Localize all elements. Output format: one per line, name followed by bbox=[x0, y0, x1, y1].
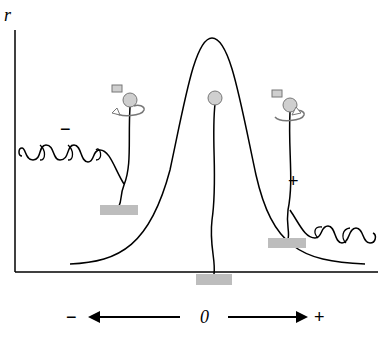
direction-arrow bbox=[228, 316, 300, 318]
direction-arrow bbox=[96, 316, 180, 318]
arrowhead bbox=[88, 311, 100, 323]
sign-label: + bbox=[288, 172, 299, 190]
supercoil bbox=[40, 145, 101, 160]
surface-anchor bbox=[196, 274, 232, 285]
sign-label: − bbox=[66, 308, 77, 326]
dna-tether bbox=[119, 107, 130, 206]
y-axis bbox=[14, 30, 16, 272]
surface-anchor bbox=[268, 238, 306, 248]
sign-label: + bbox=[314, 308, 325, 326]
bead bbox=[208, 91, 222, 105]
magnet bbox=[272, 90, 282, 97]
rotation-arrowhead bbox=[292, 107, 301, 115]
x-axis bbox=[15, 271, 378, 273]
arrowhead bbox=[296, 311, 308, 323]
supercoil bbox=[19, 145, 124, 184]
surface-anchor bbox=[100, 205, 138, 215]
axis-origin: 0 bbox=[200, 308, 209, 326]
bell-curve bbox=[70, 38, 365, 264]
magnet bbox=[112, 85, 122, 92]
rotation-arrowhead bbox=[112, 108, 120, 115]
axis-label: r bbox=[4, 6, 11, 24]
supercoil bbox=[315, 227, 350, 243]
dna-tether bbox=[211, 104, 215, 274]
sign-label: − bbox=[60, 120, 71, 138]
